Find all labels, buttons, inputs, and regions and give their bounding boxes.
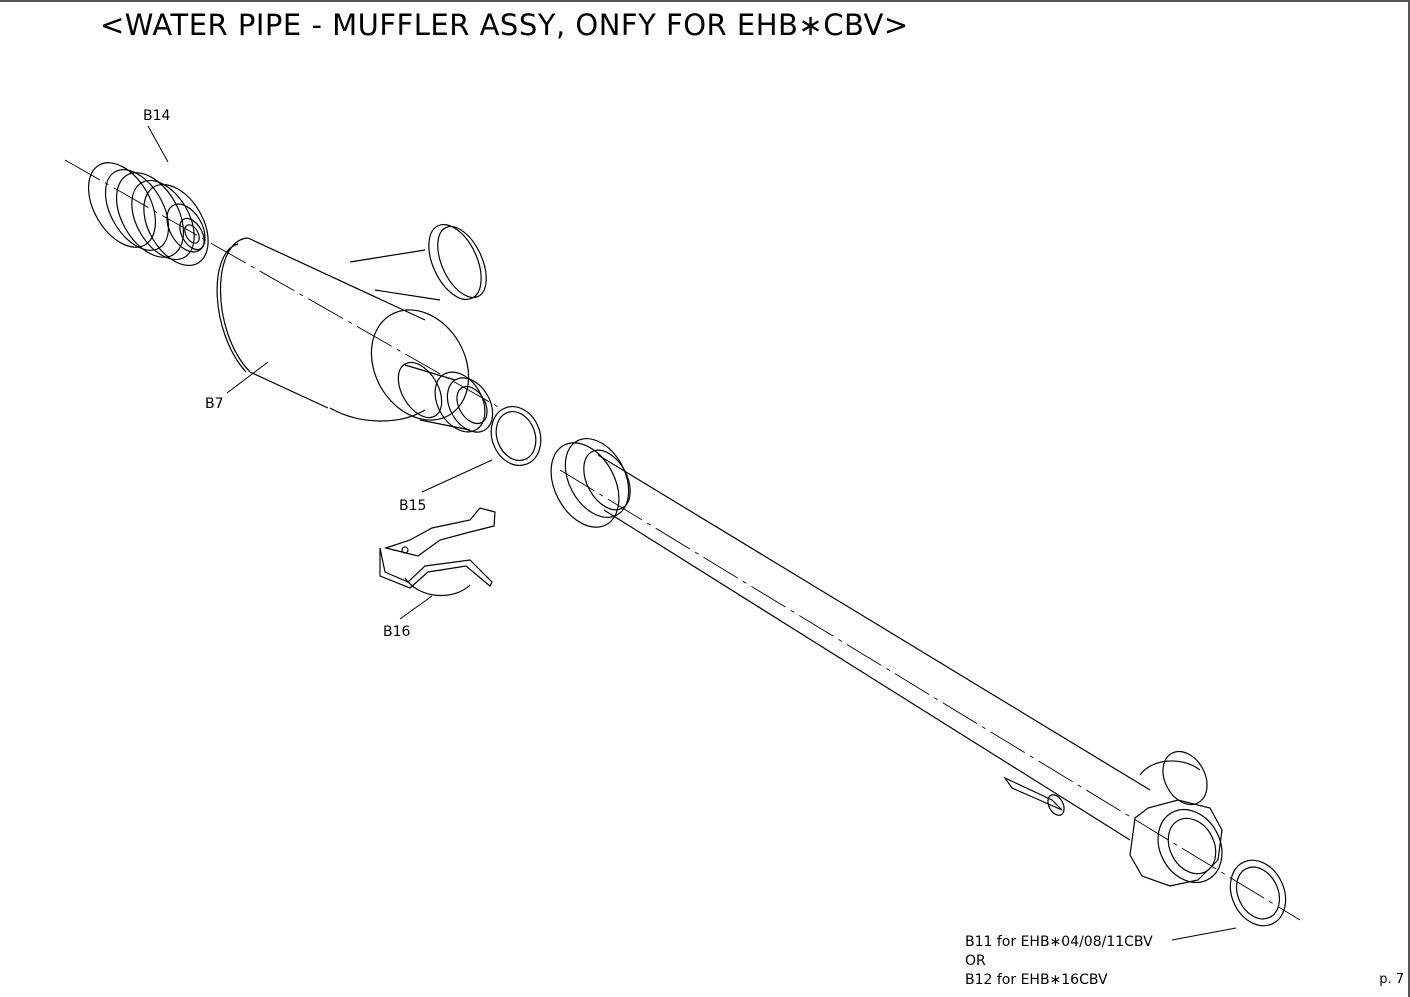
- leader-b15: [421, 459, 493, 493]
- callout-b7: B7: [205, 396, 224, 412]
- note-line-b11: B11 for EHB∗04/08/11CBV: [965, 934, 1153, 950]
- part-b14-bellows: [87, 162, 209, 267]
- part-variant-note: B11 for EHB∗04/08/11CBV OR B12 for EHB∗1…: [965, 933, 1153, 990]
- callout-b15: B15: [399, 498, 426, 514]
- frame-border-right: [1408, 0, 1410, 997]
- centerline-upper: [64, 159, 501, 409]
- part-b7-muffler: [216, 223, 494, 433]
- page-title: <WATER PIPE - MUFFLER ASSY, ONFY FOR EHB…: [100, 8, 909, 42]
- leader-b11-b12: [1171, 927, 1237, 941]
- leader-b14: [147, 125, 169, 163]
- page-number: p. 7: [1379, 972, 1404, 987]
- frame-border-top: [0, 0, 1410, 2]
- leader-b16: [399, 595, 433, 620]
- part-water-pipe: [550, 438, 1223, 887]
- callout-b16: B16: [383, 624, 411, 640]
- part-b16-clip: [379, 507, 496, 596]
- part-b11-b12-ring: [1229, 859, 1287, 927]
- leader-b7: [226, 361, 269, 394]
- part-b15-o-ring: [490, 406, 542, 466]
- leader-lines: [147, 125, 1237, 941]
- centerline-lower: [559, 469, 1301, 921]
- note-line-b12: B12 for EHB∗16CBV: [965, 972, 1108, 988]
- callout-b14: B14: [143, 108, 171, 124]
- note-line-or: OR: [965, 953, 986, 969]
